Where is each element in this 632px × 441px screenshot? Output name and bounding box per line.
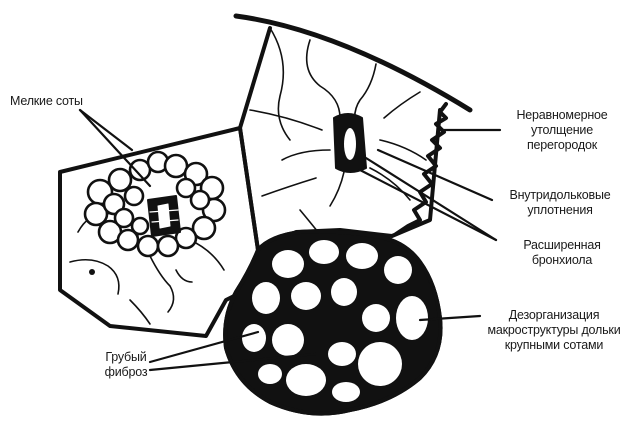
label-intralobular-thickening-line-1: Внутридольковые: [492, 188, 628, 203]
label-small-cells: Мелкие соты: [10, 94, 83, 109]
label-uneven-thickening-line-1: Неравномерное: [498, 108, 626, 123]
label-coarse-fibrosis-line-1: Грубый: [96, 350, 156, 365]
top-bronchiole: [334, 114, 366, 172]
label-disorganization-line-3: крупными сотами: [478, 338, 630, 353]
label-intralobular-thickening: Внутридольковые уплотнения: [492, 188, 628, 218]
label-uneven-thickening: Неравномерное утолщение перегородок: [498, 108, 626, 153]
label-disorganization-line-1: Дезорганизация: [478, 308, 630, 323]
label-disorganization: Дезорганизация макроструктуры дольки кру…: [478, 308, 630, 353]
label-uneven-thickening-line-2: утолщение: [498, 123, 626, 138]
label-uneven-thickening-line-3: перегородок: [498, 138, 626, 153]
label-intralobular-thickening-line-2: уплотнения: [492, 203, 628, 218]
label-dilated-bronchiole: Расширенная бронхиола: [498, 238, 626, 268]
left-bronchiole: [148, 196, 180, 236]
label-dilated-bronchiole-line-2: бронхиола: [498, 253, 626, 268]
label-coarse-fibrosis-line-2: фиброз: [96, 365, 156, 380]
label-small-cells-line-1: Мелкие соты: [10, 94, 83, 109]
label-dilated-bronchiole-line-1: Расширенная: [498, 238, 626, 253]
label-coarse-fibrosis: Грубый фиброз: [96, 350, 156, 380]
label-disorganization-line-2: макроструктуры дольки: [478, 323, 630, 338]
